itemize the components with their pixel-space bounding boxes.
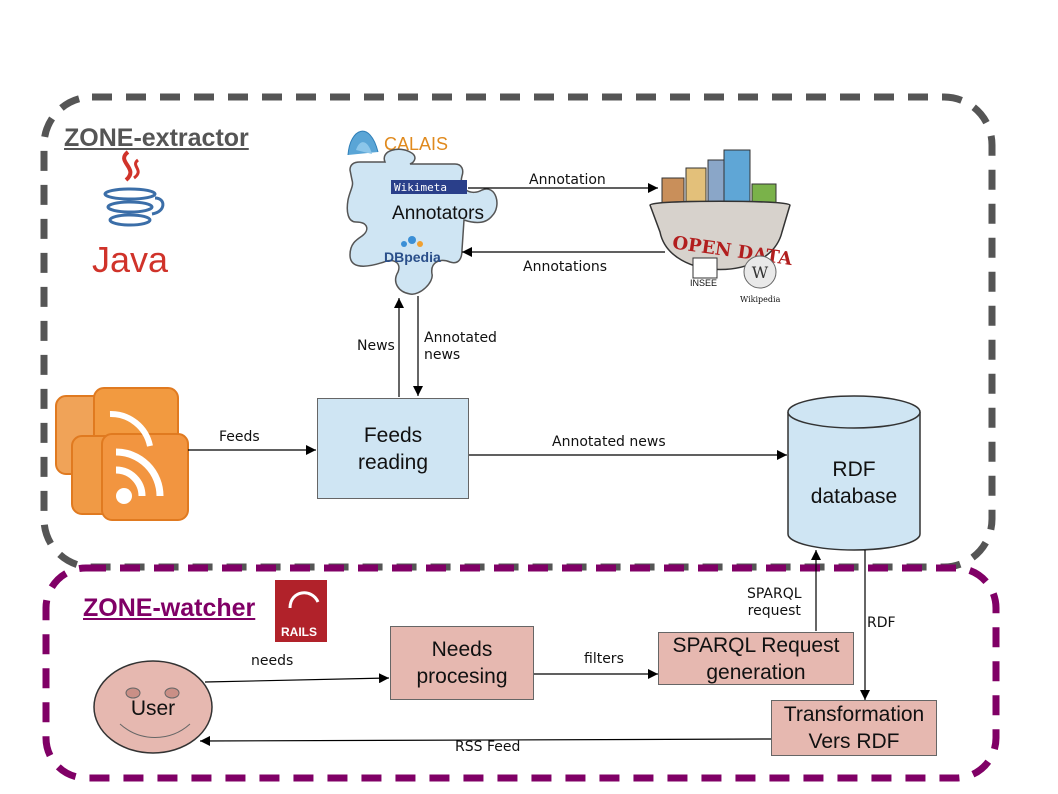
edge-label-annotation: Annotation (529, 172, 606, 188)
wikimeta-logo-bg (391, 180, 467, 194)
user-eye-left (125, 687, 141, 699)
svg-text:W: W (752, 263, 769, 282)
rdf-database-line1: RDF (832, 458, 876, 481)
feeds-reading-box: Feeds reading (317, 398, 469, 499)
rails-text: RAILS (281, 625, 317, 639)
sparql-generation-line1: SPARQL Request (672, 633, 840, 657)
rdf-database-line2: database (810, 485, 898, 508)
user-eye-right (164, 687, 180, 699)
annotators-label: Annotators (392, 203, 484, 224)
dbpedia-logo: DBpedia (384, 236, 441, 265)
insee-text: INSEE (690, 278, 717, 288)
java-text: Java (92, 239, 169, 280)
edge-label-rdf: RDF (867, 615, 896, 631)
sparql-generation-box: SPARQL Request generation (658, 632, 854, 685)
edge-label-annotated-news: Annotated news (552, 434, 666, 450)
edge-rss-feed (199, 735, 772, 746)
zone-extractor-border (40, 93, 996, 571)
edge-label-annotations: Annotations (523, 259, 608, 275)
edge-label-news: News (357, 338, 395, 354)
java-logo: Java (92, 150, 169, 280)
wikimeta-text: Wikimeta (394, 181, 447, 194)
needs-processing-line2: procesing (416, 665, 508, 688)
sparql-request-line2: request (747, 603, 801, 619)
edge-needs (204, 673, 390, 684)
dbpedia-text: DBpedia (384, 249, 441, 265)
annotated-news-up-line2: news (424, 347, 461, 363)
rdf-database (787, 395, 921, 551)
sparql-request-line1: SPARQL (747, 586, 802, 602)
transformation-box: Transformation Vers RDF (771, 700, 937, 756)
needs-processing-box: Needs procesing (390, 626, 534, 700)
zone-watcher-border (42, 564, 1000, 782)
user-smile (119, 723, 191, 738)
feeds-reading-line2: reading (357, 450, 429, 474)
edge-label-feeds: Feeds (219, 429, 260, 445)
edge-label-sparql-request: SPARQL request (747, 586, 802, 620)
zone-watcher-title: ZONE-watcher (83, 594, 256, 622)
rss-feed-icon (55, 387, 189, 521)
transformation-line1: Transformation (783, 703, 925, 726)
wikipedia-text: Wikipedia (740, 295, 781, 304)
zone-extractor-title: ZONE-extractor (64, 124, 249, 152)
rdf-database-label: RDF database (788, 448, 920, 518)
feeds-reading-line1: Feeds (363, 423, 423, 447)
edge-label-rss-feed: RSS Feed (455, 739, 521, 755)
transformation-line2: Vers RDF (808, 730, 900, 753)
edge-label-annotated-news-up: Annotated news (424, 330, 497, 364)
open-data-bowl: OPEN DATA INSEE W Wikipedia (649, 149, 794, 304)
edge-label-needs: needs (251, 653, 294, 669)
edge-label-filters: filters (584, 651, 624, 667)
sparql-generation-line2: generation (706, 660, 806, 684)
needs-processing-line1: Needs (431, 638, 493, 661)
user-label: User (130, 696, 176, 720)
rails-logo: RAILS (275, 580, 327, 642)
annotated-news-up-line1: Annotated (424, 330, 497, 346)
